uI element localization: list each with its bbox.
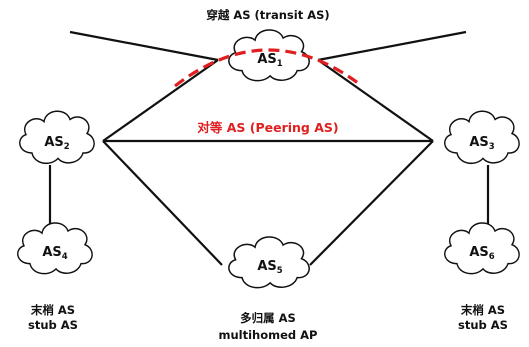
link-as3-as5 bbox=[309, 140, 434, 266]
link-as1-as3 bbox=[317, 59, 434, 142]
stub-left-label-en: stub AS bbox=[28, 318, 78, 332]
transit-link-left bbox=[69, 30, 219, 62]
multihomed-label-en: multihomed AP bbox=[219, 328, 318, 342]
as1-label: AS1 bbox=[257, 52, 282, 69]
peering-as-label: 对等 AS (Peering AS) bbox=[197, 120, 338, 135]
as6-label: AS6 bbox=[469, 245, 494, 262]
stub-left-label-cn: 末梢 AS bbox=[31, 303, 75, 317]
transit-as-label: 穿越 AS (transit AS) bbox=[206, 8, 329, 22]
as3-label: AS3 bbox=[469, 135, 494, 152]
stub-right-label-cn: 末梢 AS bbox=[461, 303, 505, 317]
transit-link-right bbox=[317, 30, 467, 62]
as5-label: AS5 bbox=[257, 259, 282, 276]
link-as2-as5 bbox=[102, 140, 223, 266]
as2-label: AS2 bbox=[44, 135, 69, 152]
stub-right-label-en: stub AS bbox=[458, 318, 508, 332]
as4-label: AS4 bbox=[42, 245, 67, 262]
transit-highlight-arc bbox=[174, 48, 363, 88]
link-as1-as2 bbox=[102, 59, 219, 142]
multihomed-label-cn: 多归属 AS bbox=[240, 311, 296, 325]
